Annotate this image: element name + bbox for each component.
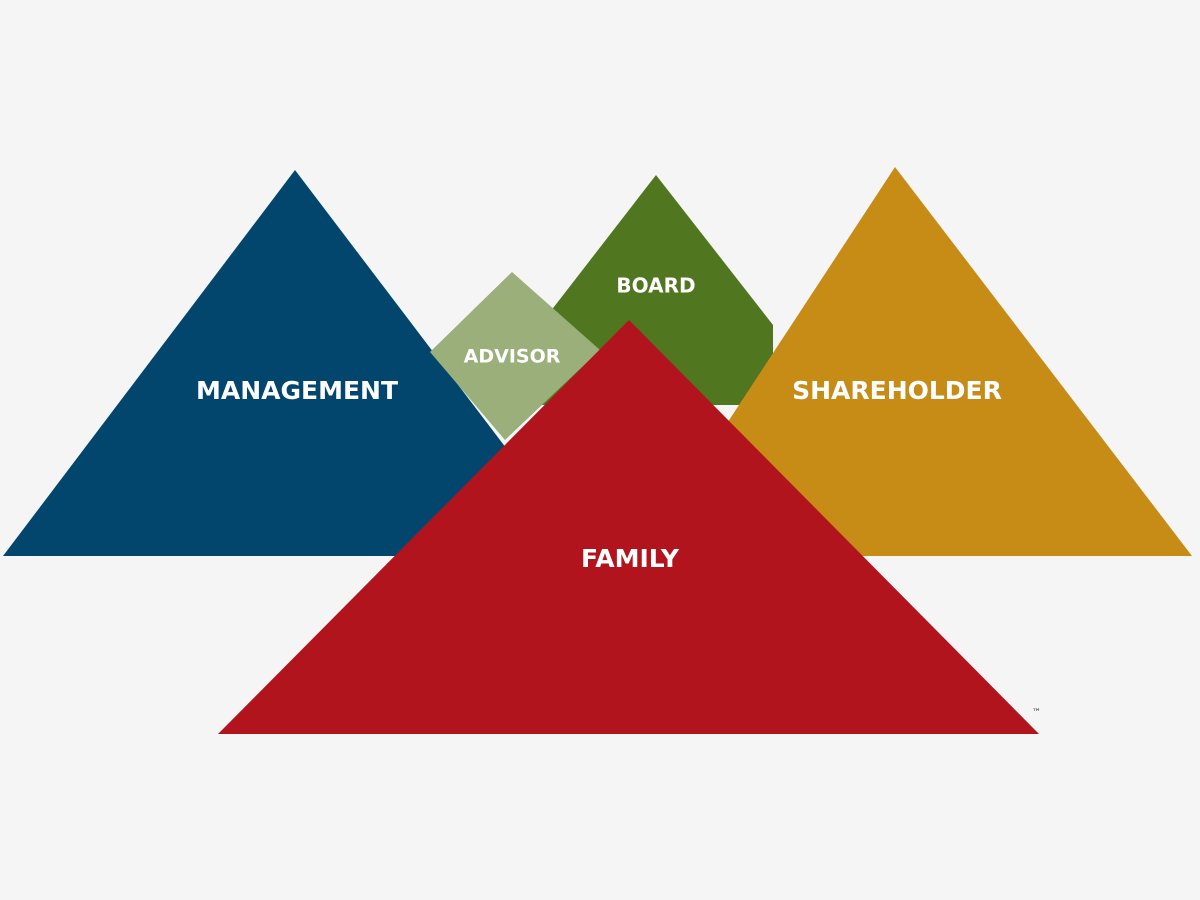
management-triangle <box>3 170 588 556</box>
board-label: BOARD <box>616 274 695 298</box>
shareholder-triangle <box>640 167 1192 556</box>
board-triangle <box>540 175 773 325</box>
trademark-symbol: ™ <box>1032 708 1041 718</box>
management-label: MANAGEMENT <box>196 376 398 405</box>
shareholder-label: SHAREHOLDER <box>792 376 1002 405</box>
family-label: FAMILY <box>581 544 680 573</box>
advisor-label: ADVISOR <box>464 346 561 368</box>
family-triangle <box>218 320 1039 734</box>
advisor-triangle <box>430 272 600 440</box>
